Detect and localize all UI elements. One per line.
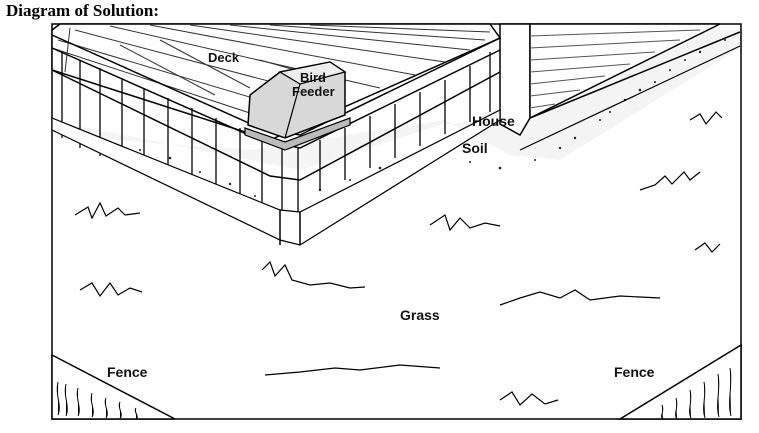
fence-right-label: Fence	[614, 364, 655, 380]
house-label: House	[472, 113, 515, 129]
bird-feeder-label-line2: Feeder	[292, 84, 335, 99]
soil-label: Soil	[462, 140, 488, 156]
bird-feeder-label-line1: Bird	[300, 70, 326, 85]
deck-label: Deck	[208, 50, 240, 65]
fence-left-label: Fence	[107, 364, 148, 380]
grass-label: Grass	[400, 307, 440, 323]
